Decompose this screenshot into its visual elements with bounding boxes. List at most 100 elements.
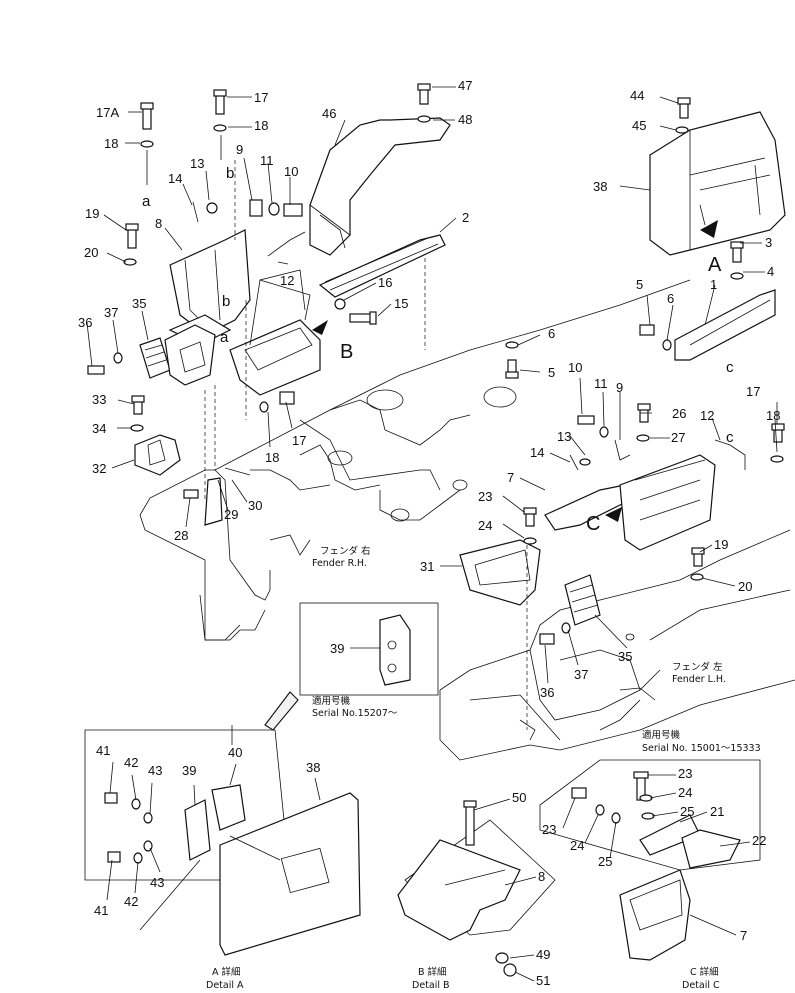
callout-17a: 17A — [96, 105, 119, 120]
callout-22: 22 — [752, 833, 766, 848]
construction-lines — [204, 160, 528, 730]
callout-1: 1 — [710, 277, 717, 292]
callout-41: 41 — [94, 903, 108, 918]
callout-34: 34 — [92, 421, 106, 436]
view-letter-b: b — [226, 165, 234, 182]
callout-17: 17 — [746, 384, 760, 399]
part-31-tray — [459, 539, 541, 606]
callout-24: 24 — [570, 838, 584, 853]
bolts-and-washers — [87, 83, 785, 645]
leader-lines — [86, 86, 778, 982]
callout-23: 23 — [542, 822, 556, 837]
callout-51: 51 — [536, 973, 550, 988]
serial-15207-en: Serial No.15207～ — [312, 708, 398, 719]
part-mid-left-box — [164, 324, 216, 386]
callout-11: 11 — [260, 153, 274, 168]
callout-27: 27 — [671, 430, 685, 445]
callout-14: 14 — [168, 171, 182, 186]
callout-15: 15 — [394, 296, 408, 311]
callout-5: 5 — [548, 365, 555, 380]
detail-a-jp: A 詳細 — [212, 966, 241, 978]
callout-17: 17 — [292, 433, 306, 448]
callout-38: 38 — [593, 179, 607, 194]
callout-24: 24 — [678, 785, 692, 800]
part-8-box-bracket — [168, 229, 251, 346]
callout-13: 13 — [190, 156, 204, 171]
callout-39: 39 — [330, 641, 344, 656]
view-letter-a: a — [142, 193, 151, 210]
callout-18: 18 — [104, 136, 118, 151]
callout-3: 3 — [765, 235, 772, 250]
callout-13: 13 — [557, 429, 571, 444]
callout-17: 17 — [254, 90, 268, 105]
part-46-duct-cover — [309, 117, 451, 256]
callout-8: 8 — [155, 216, 162, 231]
callout-7: 7 — [740, 928, 747, 943]
callout-labels: 17A 18 17 18 47 48 46 44 45 38 13 9 11 1… — [78, 78, 780, 988]
callout-25: 25 — [598, 854, 612, 869]
callout-41: 41 — [96, 743, 110, 758]
callout-6: 6 — [667, 291, 674, 306]
view-letter-c: c — [726, 429, 734, 446]
callout-36: 36 — [540, 685, 554, 700]
callout-42: 42 — [124, 894, 138, 909]
callout-32: 32 — [92, 461, 106, 476]
part-7-tray-right — [544, 454, 716, 551]
callout-21: 21 — [710, 804, 724, 819]
callout-14: 14 — [530, 445, 544, 460]
part-35-grille-right — [564, 574, 601, 626]
callout-19: 19 — [714, 537, 728, 552]
callout-49: 49 — [536, 947, 550, 962]
fender-rh-jp: フェンダ 右 — [320, 545, 371, 557]
view-letter-B: B — [340, 341, 353, 363]
callout-37: 37 — [574, 667, 588, 682]
detail-b-en: Detail B — [412, 980, 450, 991]
callout-7: 7 — [507, 470, 514, 485]
callout-42: 42 — [124, 755, 138, 770]
callout-19: 19 — [85, 206, 99, 221]
view-letter-C: C — [586, 513, 600, 535]
fender-lh-en: Fender L.H. — [672, 674, 726, 685]
callout-12: 12 — [700, 408, 714, 423]
callout-45: 45 — [632, 118, 646, 133]
callout-24: 24 — [478, 518, 492, 533]
callout-43: 43 — [148, 763, 162, 778]
callout-9: 9 — [236, 142, 243, 157]
callout-29: 29 — [224, 507, 238, 522]
detail-b — [397, 800, 556, 977]
view-arrows — [312, 220, 718, 522]
callout-12: 12 — [280, 273, 294, 288]
callout-31: 31 — [420, 559, 434, 574]
callout-10: 10 — [284, 164, 298, 179]
callout-43: 43 — [150, 875, 164, 890]
callout-8: 8 — [538, 869, 545, 884]
callout-33: 33 — [92, 392, 106, 407]
detail-c — [539, 759, 761, 961]
callout-20: 20 — [84, 245, 98, 260]
callout-18: 18 — [265, 450, 279, 465]
part-2-long-bracket — [318, 234, 446, 298]
part-1-bracket — [674, 289, 776, 361]
part-tray-b — [229, 269, 321, 396]
fender-frame — [139, 279, 795, 761]
callout-38: 38 — [306, 760, 320, 775]
serial-15001-jp: 適用号機 — [642, 729, 681, 741]
view-letter-b: b — [222, 293, 230, 310]
callout-9: 9 — [616, 380, 623, 395]
part-32-bracket — [134, 434, 181, 476]
callout-46: 46 — [322, 106, 336, 121]
serial-15001-en: Serial No. 15001～15333 — [642, 743, 761, 754]
callout-48: 48 — [458, 112, 472, 127]
callout-40: 40 — [228, 745, 242, 760]
fender-lh-jp: フェンダ 左 — [672, 661, 723, 673]
view-letter-c: c — [726, 359, 734, 376]
callout-18: 18 — [766, 408, 780, 423]
callout-37: 37 — [104, 305, 118, 320]
callout-30: 30 — [248, 498, 262, 513]
detail-a — [84, 729, 361, 956]
view-letter-a: a — [220, 329, 229, 346]
callout-35: 35 — [132, 296, 146, 311]
callout-26: 26 — [672, 406, 686, 421]
callout-50: 50 — [512, 790, 526, 805]
detail-c-jp: C 詳細 — [690, 966, 719, 978]
